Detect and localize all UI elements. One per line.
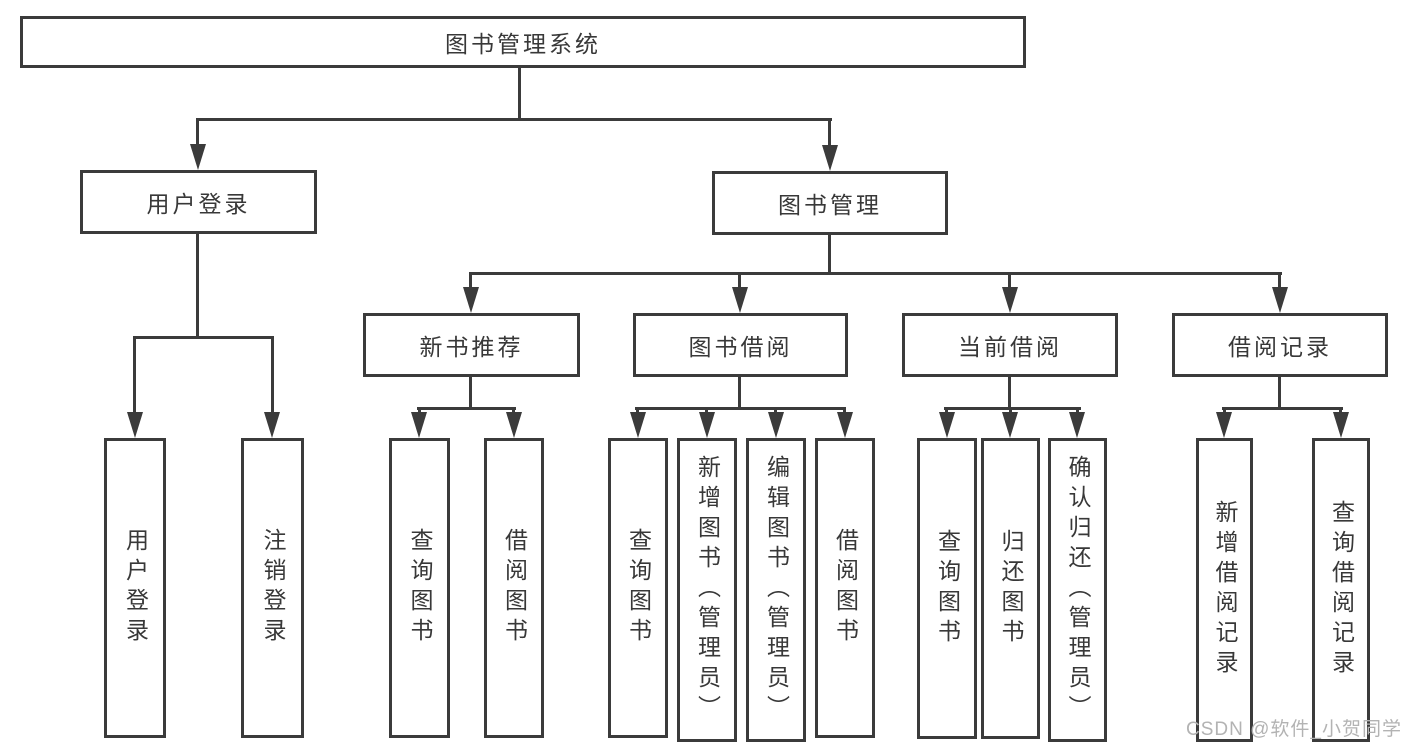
node-user-login: 用户登录 [80, 170, 317, 234]
csdn-watermark: CSDN @软件_小贺同学 [1186, 719, 1402, 740]
node-book-management-label: 图书管理 [778, 192, 882, 218]
connector-new-book-vertical [469, 375, 472, 409]
connector-stub-user-login [196, 118, 199, 148]
connector-stub [945, 407, 948, 416]
connector-stub [1339, 407, 1342, 416]
leaf-return-book: 归还图书 [981, 438, 1040, 739]
connector-stub [843, 407, 846, 416]
connector-stub [705, 407, 708, 416]
leaf-logout: 注销登录 [241, 438, 304, 738]
connector-stub [512, 407, 515, 416]
connector-stub-new-book [469, 272, 472, 291]
node-current-borrow-label: 当前借阅 [958, 334, 1062, 360]
leaf-query-book-2: 查询图书 [608, 438, 668, 738]
arrow-to-borrow-record [1272, 287, 1288, 313]
arrow-to-leaf-confirm-return [1069, 412, 1085, 438]
connector-stub [418, 407, 421, 416]
node-library-management-system: 图书管理系统 [20, 16, 1026, 68]
arrow-to-leaf-query-book-3 [939, 412, 955, 438]
connector-stub-borrow-record [1278, 272, 1281, 291]
node-book-management: 图书管理 [712, 171, 948, 235]
leaf-confirm-return-admin: 确认归还（管理员） [1048, 438, 1107, 742]
connector-current-borrow-vertical [1008, 375, 1011, 409]
arrow-to-book-borrow [732, 287, 748, 313]
leaf-query-book-1-label: 查询图书 [407, 528, 433, 648]
node-current-borrow: 当前借阅 [902, 313, 1118, 377]
arrow-to-leaf-add-book [699, 412, 715, 438]
connector-stub-book-borrow [738, 272, 741, 291]
connector-stub [1076, 407, 1079, 416]
leaf-confirm-return-admin-label: 确认归还（管理员） [1065, 455, 1091, 725]
connector-borrow-record-horizontal [1222, 407, 1343, 410]
arrow-to-user-login [190, 144, 206, 170]
connector-stub [1009, 407, 1012, 416]
leaf-query-borrow-record-label: 查询借阅记录 [1328, 500, 1355, 680]
node-new-book-recommend: 新书推荐 [363, 313, 580, 377]
arrow-to-leaf-query-book-1 [411, 412, 427, 438]
leaf-borrow-book-2-label: 借阅图书 [832, 528, 859, 648]
connector-user-login-horizontal [133, 336, 274, 339]
leaf-add-borrow-record-label: 新增借阅记录 [1212, 500, 1238, 680]
leaf-borrow-book-1: 借阅图书 [484, 438, 544, 738]
node-new-book-recommend-label: 新书推荐 [419, 334, 524, 360]
connector-root-horizontal [196, 118, 832, 121]
leaf-borrow-book-1-label: 借阅图书 [501, 528, 528, 648]
connector-stub-current-borrow [1008, 272, 1011, 291]
leaf-edit-book-admin-label: 编辑图书（管理员） [763, 455, 790, 725]
arrow-to-leaf-return-book [1002, 412, 1018, 438]
node-book-borrow-label: 图书借阅 [688, 334, 793, 360]
connector-current-borrow-horizontal [944, 407, 1081, 410]
leaf-add-book-admin-label: 新增图书（管理员） [694, 455, 721, 725]
arrow-to-leaf-query-borrow-record [1333, 412, 1349, 438]
node-user-login-label: 用户登录 [146, 191, 251, 217]
leaf-query-book-3-label: 查询图书 [934, 528, 961, 649]
connector-stub-leaf-user-login [133, 336, 136, 416]
connector-stub [774, 407, 777, 416]
connector-new-book-horizontal [417, 407, 516, 410]
arrow-to-book-management [822, 145, 838, 171]
connector-book-management-horizontal [469, 272, 1282, 275]
arrow-to-leaf-edit-book [768, 412, 784, 438]
connector-borrow-record-vertical [1278, 375, 1281, 409]
node-borrow-record-label: 借阅记录 [1228, 334, 1332, 360]
leaf-query-borrow-record: 查询借阅记录 [1312, 438, 1370, 742]
arrow-to-new-book [463, 287, 479, 313]
arrow-to-leaf-borrow-book-2 [837, 412, 853, 438]
connector-user-login-vertical [196, 232, 199, 339]
leaf-query-book-3: 查询图书 [917, 438, 977, 739]
connector-book-borrow-vertical [738, 375, 741, 409]
connector-stub-book-management [828, 118, 831, 148]
connector-book-management-vertical [828, 233, 831, 274]
connector-stub [636, 407, 639, 416]
arrow-to-leaf-add-borrow-record [1216, 412, 1232, 438]
connector-book-borrow-horizontal [635, 407, 846, 410]
connector-stub-leaf-logout [271, 336, 274, 416]
arrow-to-leaf-logout [264, 412, 280, 438]
connector-stub [1223, 407, 1226, 416]
connector-root-vertical [518, 66, 521, 121]
leaf-return-book-label: 归还图书 [998, 528, 1024, 649]
arrow-to-leaf-user-login [127, 412, 143, 438]
arrow-to-current-borrow [1002, 287, 1018, 313]
arrow-to-leaf-borrow-book-1 [506, 412, 522, 438]
leaf-add-book-admin: 新增图书（管理员） [677, 438, 737, 742]
leaf-query-book-1: 查询图书 [389, 438, 450, 738]
leaf-user-login-label: 用户登录 [122, 528, 149, 648]
leaf-edit-book-admin: 编辑图书（管理员） [746, 438, 806, 742]
leaf-logout-label: 注销登录 [260, 528, 286, 648]
leaf-add-borrow-record: 新增借阅记录 [1196, 438, 1253, 742]
node-library-management-system-label: 图书管理系统 [445, 31, 601, 57]
node-book-borrow: 图书借阅 [633, 313, 848, 377]
leaf-borrow-book-2: 借阅图书 [815, 438, 875, 738]
leaf-query-book-2-label: 查询图书 [625, 528, 652, 648]
arrow-to-leaf-query-book-2 [630, 412, 646, 438]
node-borrow-record: 借阅记录 [1172, 313, 1388, 377]
leaf-user-login: 用户登录 [104, 438, 166, 738]
